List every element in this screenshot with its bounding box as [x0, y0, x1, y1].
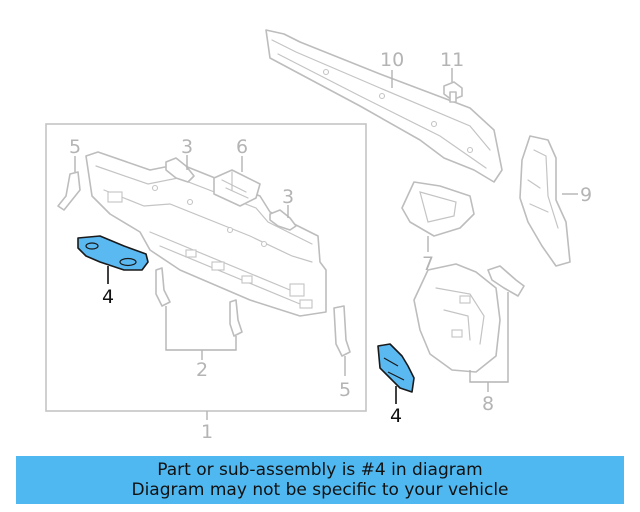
leader-8 — [469, 292, 509, 392]
highlighted-part-4-left — [77, 235, 149, 271]
callout-8: 8 — [482, 393, 494, 415]
bracket-6 — [213, 169, 261, 207]
clip-3b — [269, 209, 297, 231]
banner-line-2: Diagram may not be specific to your vehi… — [131, 480, 509, 500]
highlighted-part-4-right — [377, 343, 415, 393]
strip-2b — [229, 299, 243, 337]
clip-3a — [165, 157, 195, 183]
bracket-8 — [487, 265, 525, 297]
banner-line-1: Part or sub-assembly is #4 in diagram — [157, 460, 483, 480]
callout-1: 1 — [201, 421, 213, 443]
beam-10 — [265, 29, 503, 183]
strip-2a — [155, 267, 171, 307]
callout-3b: 3 — [282, 186, 294, 208]
callout-7: 7 — [422, 253, 434, 275]
callout-4a: 4 — [102, 286, 114, 308]
callout-9: 9 — [580, 184, 592, 206]
panel-8 — [413, 263, 501, 373]
leader-2 — [165, 306, 237, 360]
callout-4b: 4 — [390, 405, 402, 427]
callout-10: 10 — [380, 49, 404, 71]
bolt-11 — [443, 81, 463, 103]
callout-5b: 5 — [339, 379, 351, 401]
strip-5b — [333, 305, 351, 357]
strip-5a — [57, 171, 81, 211]
callout-11: 11 — [440, 49, 464, 71]
info-banner: Part or sub-assembly is #4 in diagram Di… — [16, 456, 624, 504]
pillar-9 — [519, 135, 571, 267]
callout-3a: 3 — [181, 136, 193, 158]
rear-panel — [85, 151, 327, 317]
bracket-7 — [401, 181, 475, 237]
callout-2: 2 — [196, 359, 208, 381]
callout-6: 6 — [236, 136, 248, 158]
callout-5a: 5 — [69, 136, 81, 158]
assembly-frame — [45, 123, 367, 412]
